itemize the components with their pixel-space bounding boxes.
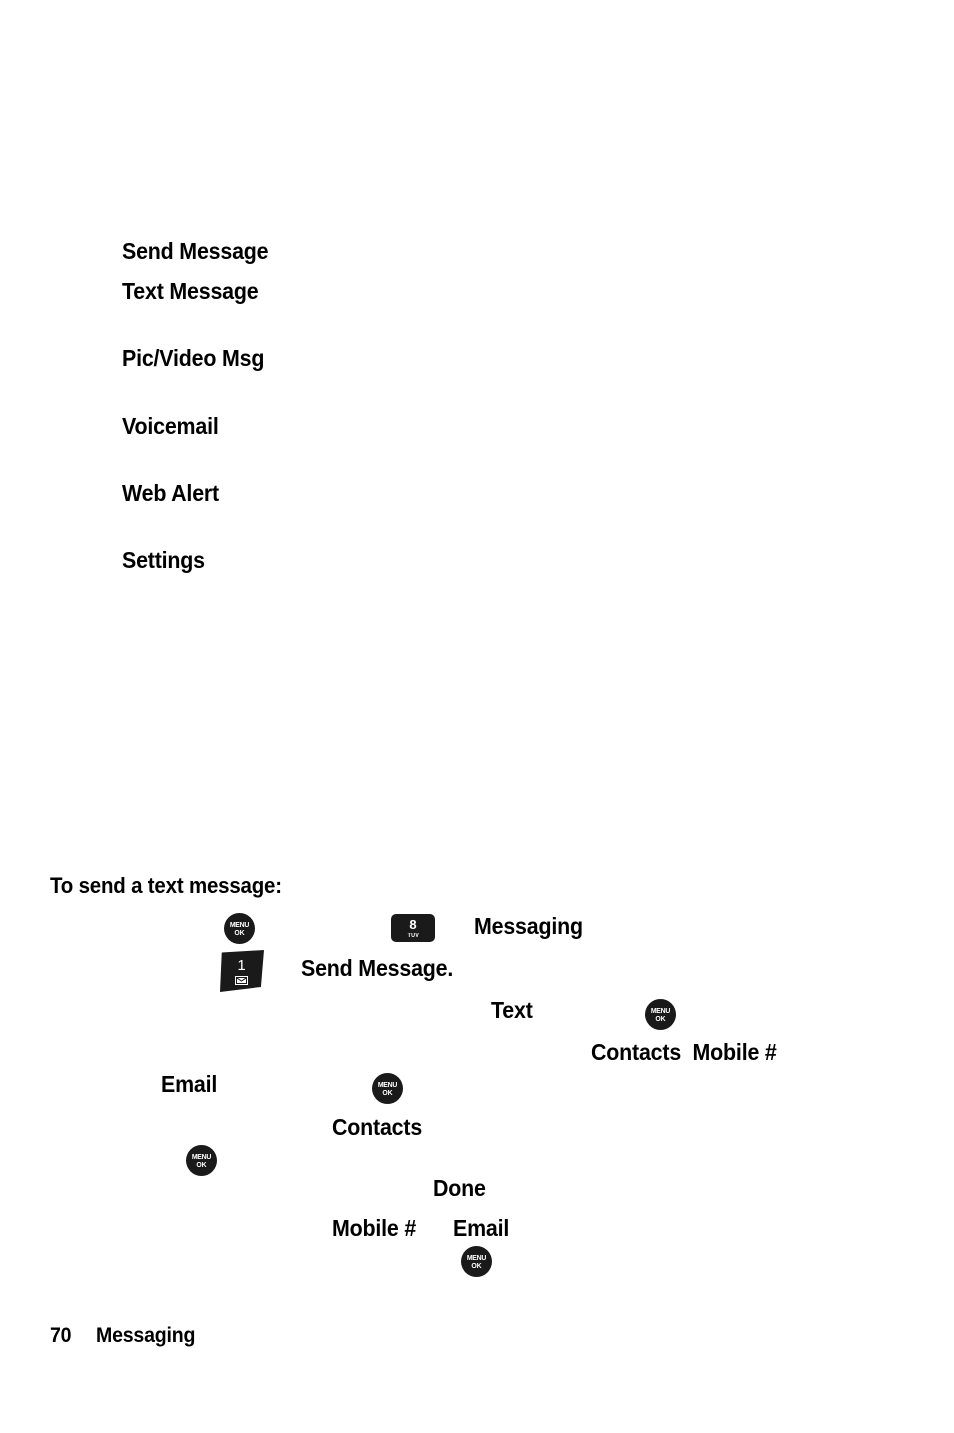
term-text: Text xyxy=(491,997,533,1023)
menu-ok-key-bottom-label: OK xyxy=(655,1014,666,1023)
menu-ok-key-top-label: MENU xyxy=(191,1151,212,1161)
menu-ok-key-top-label: MENU xyxy=(650,1005,671,1015)
term-contacts: Contacts xyxy=(332,1114,423,1140)
term-email-2: Email xyxy=(453,1215,510,1241)
term-messaging: Messaging xyxy=(474,913,583,939)
number-key-1-voicemail[interactable]: 1 xyxy=(220,950,264,992)
number-key-1-digit: 1 xyxy=(237,956,246,974)
number-key-8-letters: TUV xyxy=(407,932,419,939)
menu-ok-key-bottom-label: OK xyxy=(234,928,245,937)
menu-ok-key-top-label: MENU xyxy=(377,1079,398,1089)
voicemail-envelope-icon xyxy=(235,975,248,985)
menu-ok-key-2[interactable]: MENU OK xyxy=(645,999,676,1030)
menu-item-voicemail[interactable]: Voicemail xyxy=(122,413,219,439)
procedure-heading: To send a text message: xyxy=(50,873,282,898)
term-contacts-mobile-number: Contacts Mobile # xyxy=(591,1039,777,1065)
menu-item-pic-video-msg[interactable]: Pic/Video Msg xyxy=(122,345,265,371)
menu-item-text-message[interactable]: Text Message xyxy=(122,278,259,304)
footer-section-label: Messaging xyxy=(96,1324,196,1347)
menu-ok-key-bottom-label: OK xyxy=(196,1160,207,1169)
term-done: Done xyxy=(433,1175,486,1201)
menu-ok-key-top-label: MENU xyxy=(466,1252,487,1262)
menu-ok-key-bottom-label: OK xyxy=(382,1088,393,1097)
menu-ok-key[interactable]: MENU OK xyxy=(224,913,255,944)
menu-item-web-alert[interactable]: Web Alert xyxy=(122,480,219,506)
menu-ok-key-4[interactable]: MENU OK xyxy=(186,1145,217,1176)
menu-ok-key-5[interactable]: MENU OK xyxy=(461,1246,492,1277)
menu-ok-key-3[interactable]: MENU OK xyxy=(372,1073,403,1104)
term-send-message: Send Message. xyxy=(301,955,454,981)
footer-page-number: 70 xyxy=(50,1324,72,1347)
number-key-8-digit: 8 xyxy=(409,916,417,932)
menu-item-send-message[interactable]: Send Message xyxy=(122,238,269,264)
menu-ok-key-bottom-label: OK xyxy=(471,1261,482,1270)
menu-item-settings[interactable]: Settings xyxy=(122,547,205,573)
number-key-8[interactable]: 8 TUV xyxy=(391,914,435,942)
term-mobile-number: Mobile # xyxy=(332,1215,417,1241)
menu-ok-key-top-label: MENU xyxy=(229,919,250,929)
term-email: Email xyxy=(161,1071,218,1097)
